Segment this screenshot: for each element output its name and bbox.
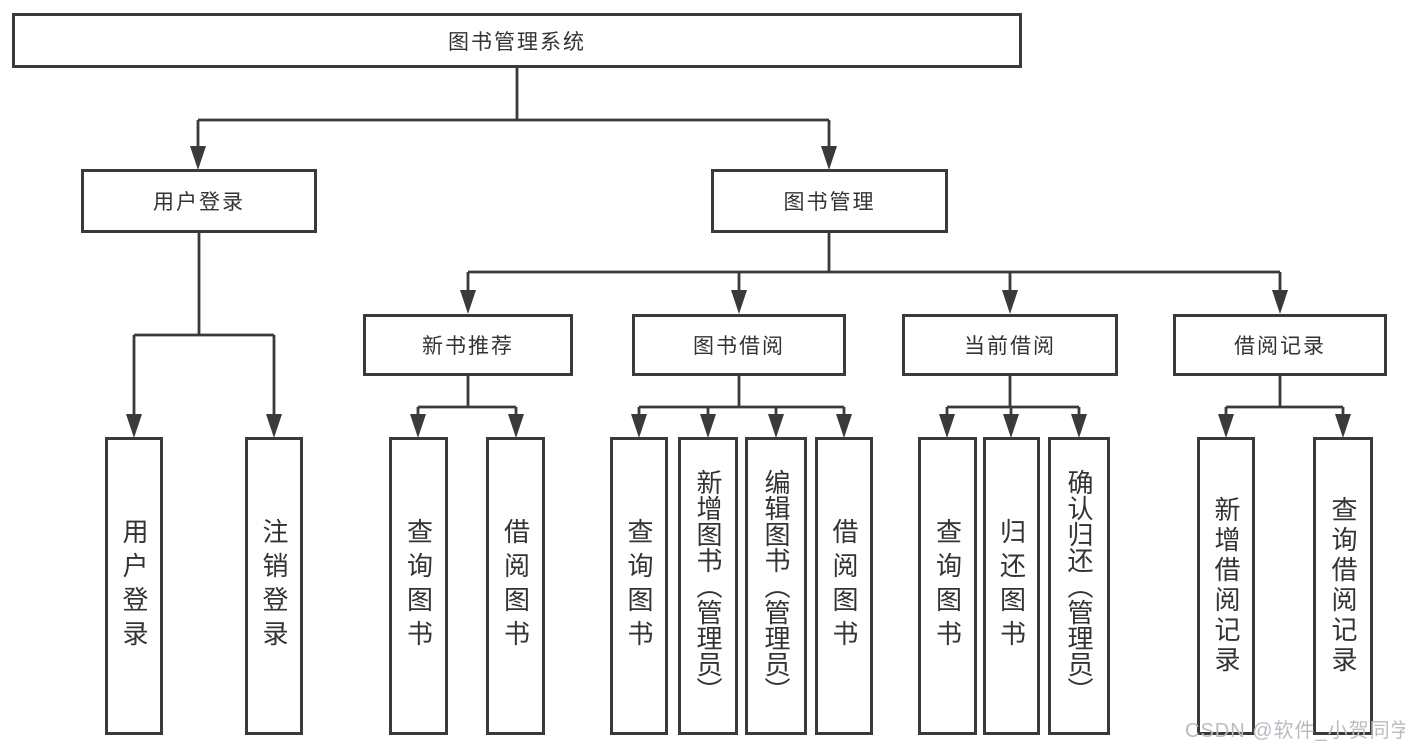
leaf-confirm-return-admin: 确认归还（管理员） [1048,437,1110,735]
node-label: 归还图书 [996,518,1027,654]
node-label: 图书管理系统 [448,30,586,54]
leaf-borrow-books: 借阅图书 [815,437,873,735]
node-book-borrowing: 图书借阅 [632,314,846,376]
leaf-return-books: 归还图书 [983,437,1040,735]
node-label: 借阅图书 [500,518,531,654]
leaf-query-books-recommend: 查询图书 [389,437,448,735]
node-label: 确认归还（管理员） [1064,469,1094,703]
node-current-borrowing: 当前借阅 [902,314,1118,376]
node-label: 当前借阅 [964,335,1056,358]
node-label: 新增借阅记录 [1211,496,1241,676]
leaf-add-book-admin: 新增图书（管理员） [678,437,738,735]
csdn-watermark: CSDN @软件_小贺同学 [1185,720,1405,742]
leaf-borrow-books-recommend: 借阅图书 [486,437,545,735]
node-user-login-branch: 用户登录 [81,169,317,233]
node-label: 注销登录 [259,518,289,654]
node-label: 查询借阅记录 [1328,496,1358,676]
node-label: 编辑图书（管理员） [761,469,791,703]
leaf-logout: 注销登录 [245,437,303,735]
node-label: 查询图书 [932,518,963,654]
node-label: 借阅图书 [829,518,859,654]
node-label: 用户登录 [153,191,245,214]
leaf-add-borrow-record: 新增借阅记录 [1197,437,1255,735]
node-label: 借阅记录 [1234,335,1326,358]
node-label: 用户登录 [119,518,149,654]
node-root-system: 图书管理系统 [12,13,1022,68]
node-label: 图书管理 [783,191,876,214]
node-label: 查询图书 [403,518,434,654]
node-label: 新增图书（管理员） [693,469,723,703]
node-new-book-recommend: 新书推荐 [363,314,573,376]
leaf-user-login: 用户登录 [105,437,163,735]
arrowhead-icons [126,146,1351,438]
leaf-edit-book-admin: 编辑图书（管理员） [745,437,807,735]
node-label: 新书推荐 [422,335,514,358]
node-label: 查询图书 [624,518,654,654]
node-book-management-branch: 图书管理 [711,169,948,233]
leaf-query-books-borrow: 查询图书 [610,437,668,735]
node-borrow-records: 借阅记录 [1173,314,1387,376]
leaf-query-borrow-record: 查询借阅记录 [1313,437,1373,735]
node-label: 图书借阅 [693,335,785,358]
leaf-query-books-current: 查询图书 [918,437,977,735]
